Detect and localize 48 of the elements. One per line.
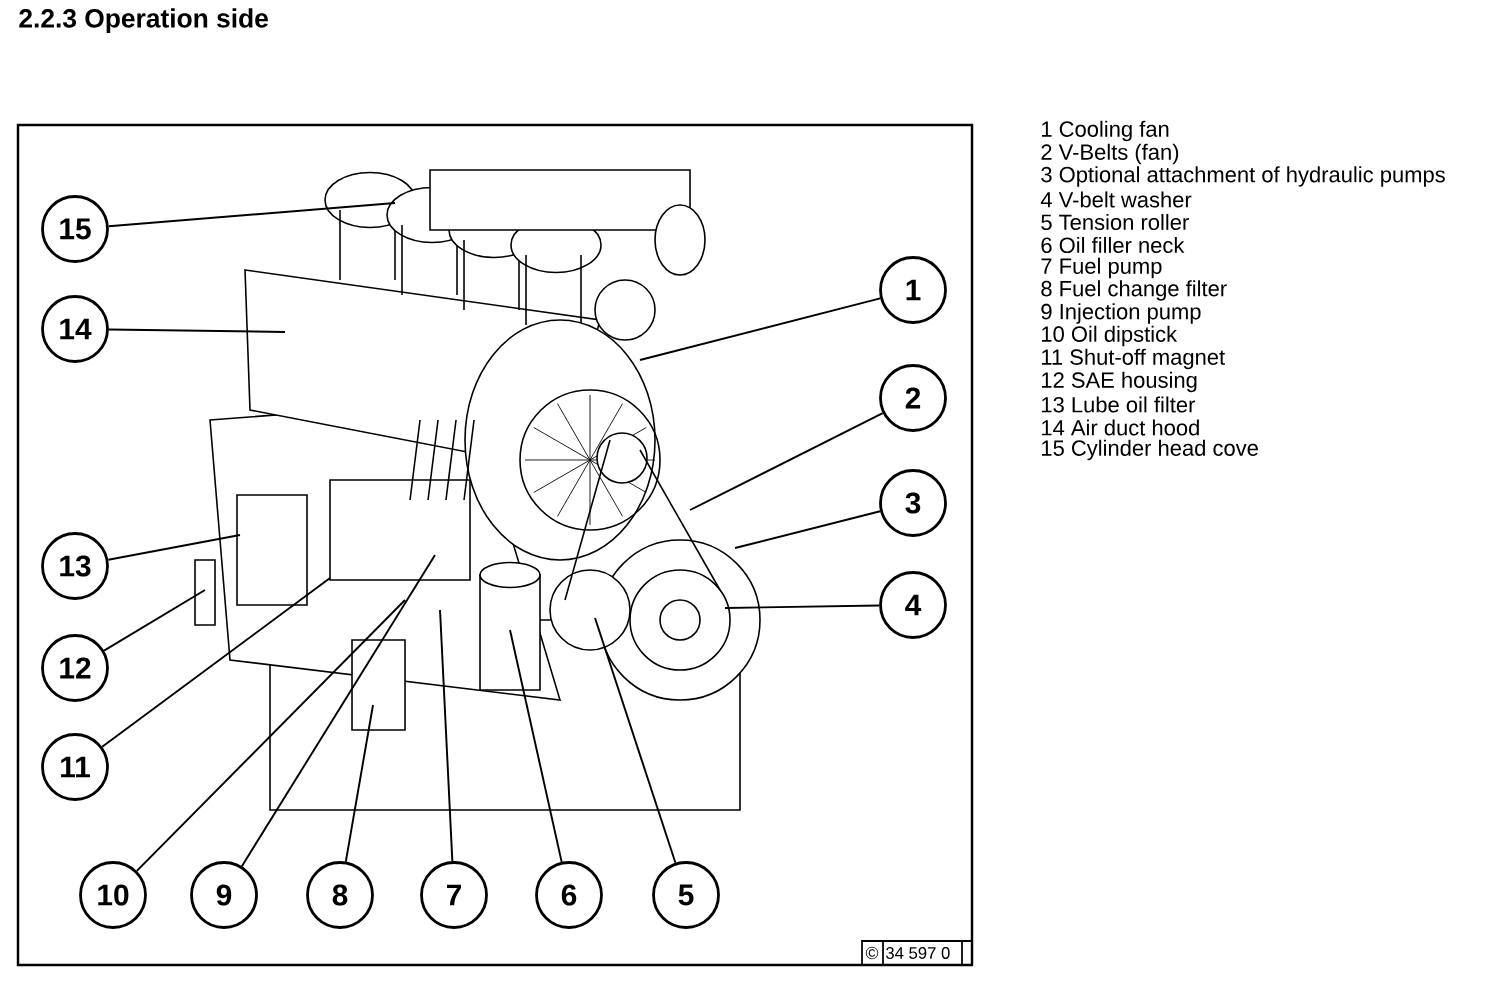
heading: 2.2.3 Operation side bbox=[19, 8, 268, 33]
callout-number: 8 bbox=[306, 861, 374, 929]
list-item: 1 Cooling fan bbox=[1042, 120, 1169, 142]
callout-number: 14 bbox=[41, 295, 109, 363]
callout-number: 15 bbox=[41, 195, 109, 263]
list-item: 4 V-belt washer bbox=[1040, 191, 1192, 208]
callout-number: 13 bbox=[41, 532, 109, 600]
leader-line bbox=[135, 599, 406, 872]
callout-number: 5 bbox=[652, 861, 720, 929]
list-item: 11 Shut-off magnet bbox=[1042, 348, 1225, 370]
leader-line bbox=[103, 589, 206, 652]
leader-line bbox=[107, 534, 241, 561]
list-item: 12 SAE housing bbox=[1042, 371, 1197, 393]
list-item: 8 Fuel change filter bbox=[1041, 280, 1227, 301]
list-item: 6 Oil filler neck bbox=[1041, 236, 1185, 254]
leader-line bbox=[689, 412, 884, 511]
leader-line bbox=[240, 554, 436, 868]
list-item: 3 Optional attachment of hydraulic pumps bbox=[1041, 166, 1445, 187]
callout-number: 4 bbox=[879, 571, 947, 639]
callout-number: 2 bbox=[879, 364, 947, 432]
leader-line bbox=[439, 609, 454, 863]
figure-number: 34 597 0 bbox=[886, 947, 950, 959]
list-item: 7 Fuel pump bbox=[1041, 257, 1162, 279]
callout-number: 1 bbox=[879, 256, 947, 324]
list-item: 2 V-Belts (fan) bbox=[1041, 143, 1179, 165]
leader-line bbox=[734, 510, 882, 549]
callout-number: 12 bbox=[41, 634, 109, 702]
copyright-sign: © bbox=[865, 946, 879, 960]
callout-number: 7 bbox=[420, 861, 488, 929]
leader-line bbox=[107, 202, 396, 228]
list-item: 10 Oil dipstick bbox=[1042, 325, 1178, 347]
leader-line bbox=[344, 704, 374, 863]
leader-line bbox=[101, 577, 331, 748]
leader-line bbox=[724, 604, 881, 609]
list-item: 5 Tension roller bbox=[1041, 213, 1189, 231]
callout-number: 10 bbox=[79, 861, 147, 929]
leader-line bbox=[509, 629, 563, 863]
list-item: 15 Cylinder head cove bbox=[1042, 439, 1258, 461]
list-item: 9 Injection pump bbox=[1041, 303, 1201, 324]
leader-line bbox=[594, 617, 677, 864]
list-item: 13 Lube oil filter bbox=[1042, 396, 1196, 413]
leader-line bbox=[639, 297, 882, 361]
callout-number: 6 bbox=[535, 861, 603, 929]
callout-number: 11 bbox=[41, 733, 109, 801]
list-item: 14 Air duct hood bbox=[1042, 419, 1199, 436]
callout-number: 3 bbox=[879, 469, 947, 537]
callout-number: 9 bbox=[190, 861, 258, 929]
leader-line bbox=[107, 328, 286, 333]
